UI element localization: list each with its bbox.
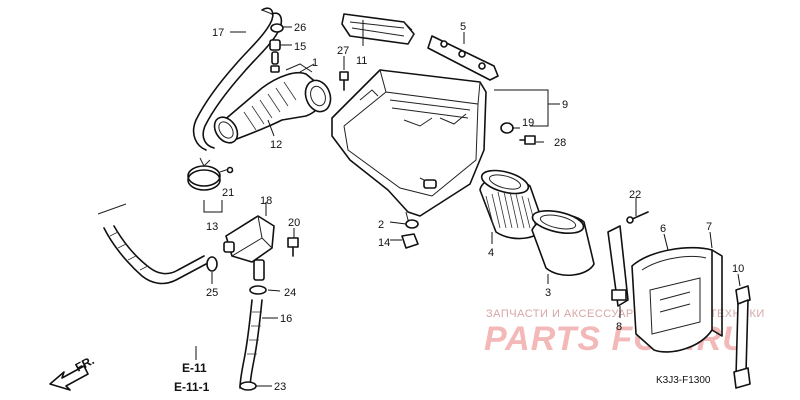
label-23: 23	[274, 381, 286, 393]
watermark-text: ЗАПЧАСТИ И АКСЕССУАРЫ ДЛЯ МОТОТЕХНИКИ	[486, 308, 765, 320]
label-13: 13	[206, 221, 218, 233]
part-16-drain-hose	[239, 299, 263, 389]
label-7: 7	[706, 221, 712, 233]
part-8-strap	[607, 225, 629, 307]
label-11: 11	[356, 55, 367, 67]
part-2-washer	[405, 219, 419, 229]
label-19: 19	[522, 117, 534, 129]
label-3: 3	[545, 287, 551, 299]
part-number-labels: 17 26 15 1 12 27 11 5 9 19 28 21 13 18 2…	[206, 21, 744, 393]
label-18: 18	[260, 195, 272, 207]
part-27-bolt	[339, 71, 349, 91]
part-drain-hose	[97, 203, 207, 285]
part-7-cover-outer	[711, 249, 723, 337]
leader-lines	[195, 20, 741, 387]
label-2: 2	[378, 219, 384, 231]
ref-e111: E-11-1	[174, 380, 210, 394]
references: FR. E-11 E-11-1 K3J3-F1300	[73, 353, 711, 394]
part-4-filter-element	[479, 169, 545, 240]
part-10-strap	[733, 285, 751, 389]
label-6: 6	[660, 223, 666, 235]
part-20-bolt	[287, 237, 299, 257]
part-12-intake-tube	[213, 63, 332, 144]
part-14-clip	[401, 233, 419, 249]
part-15-fitting	[269, 39, 281, 73]
label-10: 10	[732, 263, 744, 275]
front-arrow-icon	[49, 365, 89, 391]
diagram-code: K3J3-F1300	[656, 375, 711, 386]
part-17-breather-hose	[192, 7, 283, 151]
label-25: 25	[206, 287, 218, 299]
label-21: 21	[222, 187, 234, 199]
label-12: 12	[270, 139, 282, 151]
part-22-screw	[626, 211, 649, 224]
part-23-clip	[239, 381, 257, 391]
label-1: 1	[312, 57, 318, 69]
label-14: 14	[378, 237, 390, 249]
part-6-cover-inner	[631, 246, 713, 353]
part-18-separator	[223, 215, 275, 281]
label-27: 27	[337, 45, 349, 57]
label-26: 26	[294, 22, 306, 34]
label-4: 4	[488, 247, 494, 259]
label-8: 8	[616, 321, 622, 333]
ref-e11: E-11	[182, 361, 207, 375]
label-5: 5	[460, 21, 466, 33]
air-box-housing	[331, 69, 487, 223]
label-17: 17	[212, 27, 224, 39]
label-15: 15	[294, 41, 306, 53]
label-24: 24	[284, 287, 296, 299]
label-9: 9	[562, 99, 568, 111]
label-28: 28	[554, 137, 566, 149]
label-20: 20	[288, 217, 300, 229]
label-22: 22	[629, 189, 641, 201]
part-25-clip	[206, 256, 218, 272]
part-19-grommet	[500, 122, 514, 134]
part-21-clamp	[187, 157, 234, 191]
part-5-bracket	[427, 35, 499, 81]
part-28-bolt	[519, 135, 536, 145]
part-3-foam-sleeve	[531, 210, 595, 276]
part-11-cover	[341, 13, 415, 45]
part-26-clip	[270, 23, 284, 33]
label-16: 16	[280, 313, 292, 325]
part-24-clip	[249, 285, 267, 295]
